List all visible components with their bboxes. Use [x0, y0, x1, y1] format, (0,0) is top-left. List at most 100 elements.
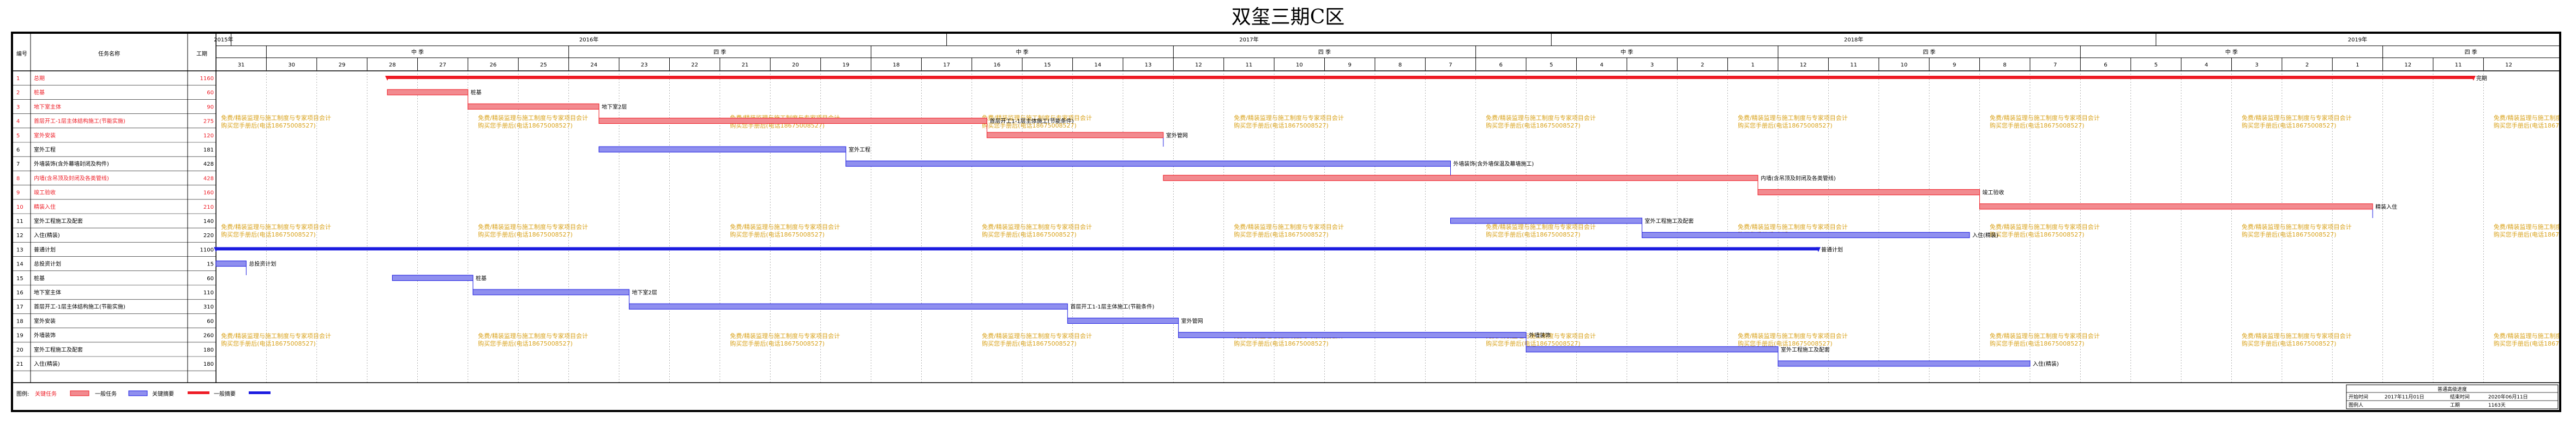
task-bar-label: 精装入住	[2375, 203, 2397, 210]
watermark-text: 购买您手册后(电话18675008527)	[982, 231, 1077, 238]
task-id: 13	[16, 247, 23, 253]
task-bar[interactable]	[987, 132, 1164, 138]
task-duration: 260	[203, 333, 214, 339]
task-duration: 310	[203, 304, 214, 310]
watermark-text: 免费/精装监理与施工制度与专家项目会计	[1738, 223, 1848, 231]
period-label: 1	[2356, 62, 2359, 68]
period-label: 21	[742, 62, 749, 68]
info-author-label: 图例人	[2349, 402, 2363, 408]
watermark-text: 购买您手册后(电话18675008527)	[2494, 231, 2559, 238]
task-duration: 60	[207, 318, 214, 324]
period-label: 5	[2154, 62, 2158, 68]
period-label: 3	[1650, 62, 1654, 68]
task-bar-label: 室外工程施工及配套	[1781, 346, 1830, 353]
legend-critical-task-label: 关键任务	[35, 390, 57, 397]
watermark-text: 免费/精装监理与施工制度与专家项目会计	[1990, 223, 2100, 231]
task-bar[interactable]	[598, 146, 846, 153]
task-name: 竣工验收	[34, 189, 56, 196]
period-label: 11	[2455, 62, 2462, 68]
task-bar-label: 完期	[2476, 75, 2487, 82]
watermark-text: 购买您手册后(电话18675008527)	[1234, 340, 1329, 347]
task-id: 2	[16, 90, 20, 96]
task-bar[interactable]	[845, 160, 1451, 167]
task-bar[interactable]	[215, 261, 247, 267]
watermark-text: 免费/精装监理与施工制度与专家项目会计	[2242, 223, 2352, 231]
summary-cap	[214, 247, 218, 252]
task-duration: 180	[203, 361, 214, 367]
task-bar[interactable]	[1450, 217, 1643, 224]
task-id: 16	[16, 290, 23, 296]
task-id: 11	[16, 219, 23, 225]
task-bar[interactable]	[629, 303, 1068, 310]
legend-normal-task-swatch	[128, 390, 148, 396]
task-bar-label: 总投资计划	[249, 261, 276, 268]
period-label: 30	[288, 62, 295, 68]
info-box	[2346, 384, 2559, 409]
summary-bar[interactable]	[387, 76, 2473, 79]
period-label: 12	[1195, 62, 1202, 68]
watermark-text: 购买您手册后(电话18675008527)	[1486, 122, 1581, 129]
summary-bar[interactable]	[216, 247, 1818, 251]
page-title: 双玺三期C区	[1231, 6, 1345, 28]
watermark-text: 购买您手册后(电话18675008527)	[221, 340, 316, 347]
watermark-text: 购买您手册后(电话18675008527)	[1486, 340, 1581, 347]
watermark-text: 免费/精装监理与施工制度与专家项目会计	[2242, 332, 2352, 340]
task-bar[interactable]	[1979, 203, 2373, 210]
watermark-text: 购买您手册后(电话18675008527)	[1990, 231, 2085, 238]
task-bar-label: 入住(精装)	[2033, 360, 2059, 367]
task-id: 18	[16, 318, 23, 324]
legend-normal-summary-label: 一般摘要	[214, 390, 236, 397]
watermark-text: 免费/精装监理与施工制度与专家项目会计	[982, 332, 1092, 340]
task-name: 总投资计划	[34, 261, 61, 268]
legend-normal-task-label: 一般任务	[95, 390, 117, 397]
task-duration: 160	[203, 190, 214, 196]
task-bar[interactable]	[1178, 332, 1527, 339]
task-bar-label: 入住(精装)	[1972, 232, 1998, 239]
watermark-text: 免费/精装监理与施工制度与专家项目会计	[982, 114, 1092, 122]
legend-critical-task-swatch	[70, 390, 89, 396]
task-bar-label: 室外管网	[1166, 132, 1188, 139]
period-label: 26	[490, 62, 497, 68]
task-name: 室外工程施工及配套	[34, 346, 83, 353]
period-label: 9	[1348, 62, 1352, 68]
task-duration: 428	[203, 176, 214, 182]
task-bar[interactable]	[472, 289, 630, 295]
task-bar-label: 外墙装饰(含外墙保温及幕墙施工)	[1453, 160, 1534, 167]
task-bar[interactable]	[1163, 174, 1758, 181]
watermark-text: 免费/精装监理与施工制度与专家项目会计	[478, 223, 588, 231]
task-bar[interactable]	[598, 118, 988, 124]
watermark-text: 购买您手册后(电话18675008527)	[730, 231, 825, 238]
period-label: 13	[1145, 62, 1152, 68]
task-bar[interactable]	[1778, 360, 2031, 367]
task-id: 21	[16, 361, 23, 367]
task-bar[interactable]	[1067, 317, 1179, 324]
task-duration: 275	[203, 119, 214, 125]
task-bar[interactable]	[392, 275, 473, 281]
period-label: 31	[238, 62, 245, 68]
half-label: 中 季	[1620, 49, 1633, 56]
task-name: 室外工程施工及配套	[34, 217, 83, 225]
watermark-text: 免费/精装监理与施工制度与专家项目会计	[1234, 114, 1344, 122]
watermark-text: 购买您手册后(电话18675008527)	[982, 340, 1077, 347]
task-id: 4	[16, 119, 20, 125]
task-name: 精装入住	[34, 203, 56, 210]
info-duration-value: 1163天	[2488, 403, 2506, 408]
task-name: 室外工程	[34, 146, 56, 153]
task-bar[interactable]	[1757, 189, 1980, 196]
period-label: 22	[691, 62, 698, 68]
watermark-text: 免费/精装监理与施工制度与专家项目会计	[1738, 114, 1848, 122]
period-label: 10	[1901, 62, 1908, 68]
task-name: 外墙装饰	[34, 332, 56, 339]
half-label: 中 季	[2225, 49, 2238, 56]
task-id: 6	[16, 147, 20, 153]
watermark-text: 免费/精装监理与施工制度与专家项目会计	[730, 223, 840, 231]
task-bar[interactable]	[387, 89, 469, 95]
period-label: 16	[994, 62, 1001, 68]
task-bar[interactable]	[1642, 232, 1970, 238]
task-bar[interactable]	[467, 103, 599, 110]
task-bar[interactable]	[1526, 346, 1779, 353]
info-end-label: 结束时间	[2450, 394, 2470, 400]
task-duration: 140	[203, 219, 214, 225]
watermark-text: 免费/精装监理与施工制度与专家项目会计	[2494, 114, 2559, 122]
task-name: 地下室主体	[34, 289, 61, 296]
